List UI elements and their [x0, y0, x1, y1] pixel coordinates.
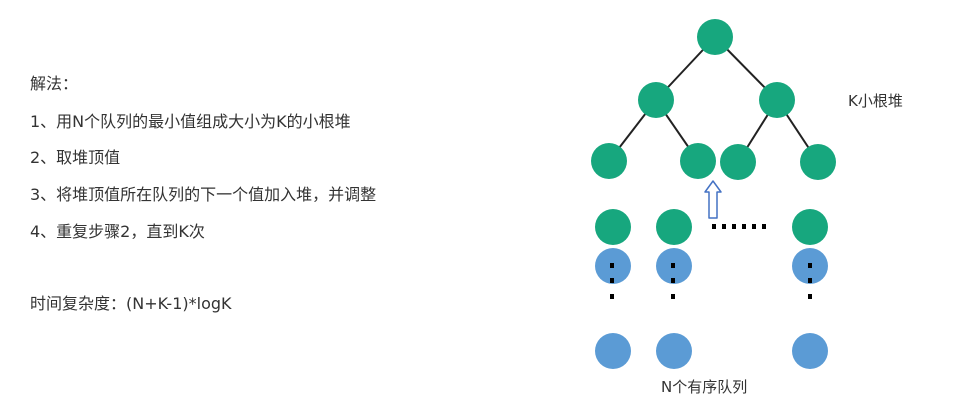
heap-node-l1-right [759, 82, 795, 118]
h-dot [722, 224, 726, 229]
v-dot [671, 278, 675, 283]
up-arrow-icon [704, 180, 722, 219]
queue-next-nodes [595, 248, 828, 369]
v-dot [808, 263, 812, 268]
queue-n-tail [792, 333, 828, 369]
v-dot [808, 294, 812, 299]
heap-node-root [697, 19, 733, 55]
h-dot [732, 224, 736, 229]
queue-n-head [792, 209, 828, 245]
step-3: 3、将堆顶值所在队列的下一个值加入堆，并调整 [30, 185, 377, 204]
v-dot [610, 263, 614, 268]
queues-label: N个有序队列 [661, 378, 747, 396]
v-dot [671, 263, 675, 268]
v-dot [610, 278, 614, 283]
v-dot [671, 294, 675, 299]
queue-1-tail [595, 333, 631, 369]
queue-heads [595, 209, 828, 245]
heap-node-l2-4 [800, 144, 836, 180]
h-dot [752, 224, 756, 229]
step-2: 2、取堆顶值 [30, 148, 121, 167]
heap-node-l2-2 [680, 143, 716, 179]
v-dot [808, 278, 812, 283]
heap-nodes [591, 19, 836, 180]
step-1: 1、用N个队列的最小值组成大小为K的小根堆 [30, 112, 351, 131]
heap-label: K小根堆 [848, 92, 903, 110]
heap-node-l2-1 [591, 143, 627, 179]
v-dot [610, 294, 614, 299]
h-dot [742, 224, 746, 229]
time-complexity: 时间复杂度：(N+K-1)*logK [30, 294, 232, 313]
queue-1-head [595, 209, 631, 245]
heap-node-l2-3 [720, 144, 756, 180]
solution-heading: 解法： [30, 74, 79, 93]
ellipsis-dots [610, 224, 812, 299]
h-dot [762, 224, 766, 229]
queue-2-tail [656, 333, 692, 369]
h-dot [712, 224, 716, 229]
queue-2-head [656, 209, 692, 245]
heap-node-l1-left [638, 82, 674, 118]
step-4: 4、重复步骤2，直到K次 [30, 222, 205, 241]
